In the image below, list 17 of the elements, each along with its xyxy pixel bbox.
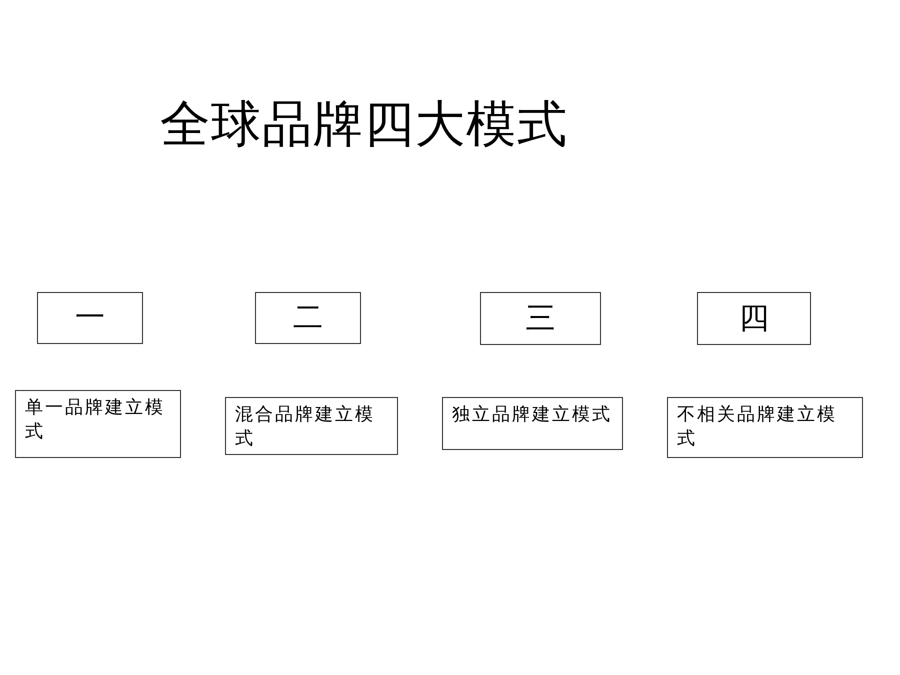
mode-label: 不相关品牌建立模式 <box>677 403 838 451</box>
mode-label: 单一品牌建立模式 <box>25 396 166 444</box>
mode-box <box>667 397 863 458</box>
numeral-label: 二 <box>293 300 323 336</box>
diagram-title: 全球品牌四大模式 <box>160 94 568 155</box>
numeral-label: 三 <box>526 300 556 336</box>
mode-box <box>225 397 398 455</box>
mode-box <box>15 390 181 458</box>
numeral-label: 一 <box>75 300 105 336</box>
numeral-box <box>697 292 811 345</box>
numeral-box <box>480 292 601 345</box>
numeral-box <box>255 292 361 344</box>
mode-label: 混合品牌建立模式 <box>235 403 376 451</box>
numeral-label: 四 <box>739 300 769 336</box>
mode-box <box>442 397 623 450</box>
mode-label: 独立品牌建立模式 <box>452 403 613 427</box>
numeral-box <box>37 292 143 344</box>
